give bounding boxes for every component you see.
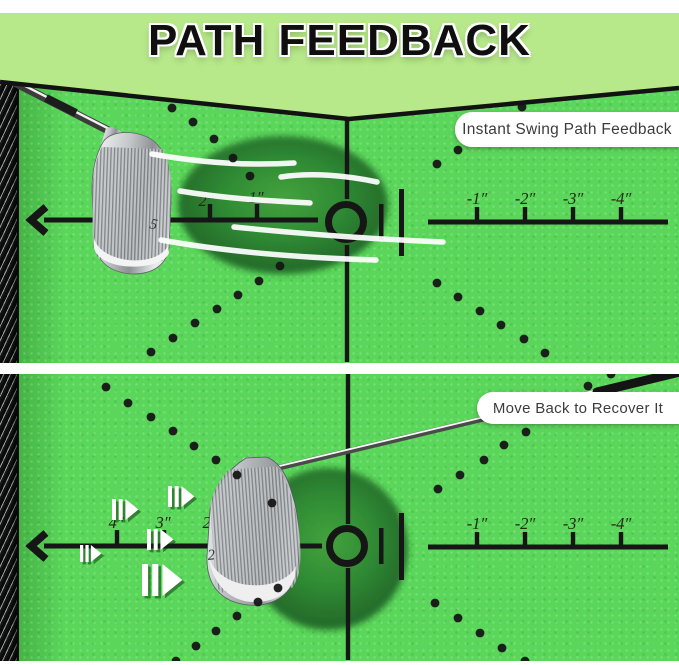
bottom-margin [0, 661, 679, 665]
page-title: PATH FEEDBACK [148, 16, 531, 65]
callout-move-back: Move Back to Recover It [477, 392, 679, 424]
callout-move-back-label: Move Back to Recover It [492, 399, 664, 417]
callout-instant-feedback-label: Instant Swing Path Feedback [462, 120, 672, 138]
mat-edge-strip [0, 374, 19, 661]
mat-edge-strip [0, 77, 19, 363]
callout-instant-feedback: Instant Swing Path Feedback [455, 112, 679, 147]
panel-divider [0, 363, 679, 374]
